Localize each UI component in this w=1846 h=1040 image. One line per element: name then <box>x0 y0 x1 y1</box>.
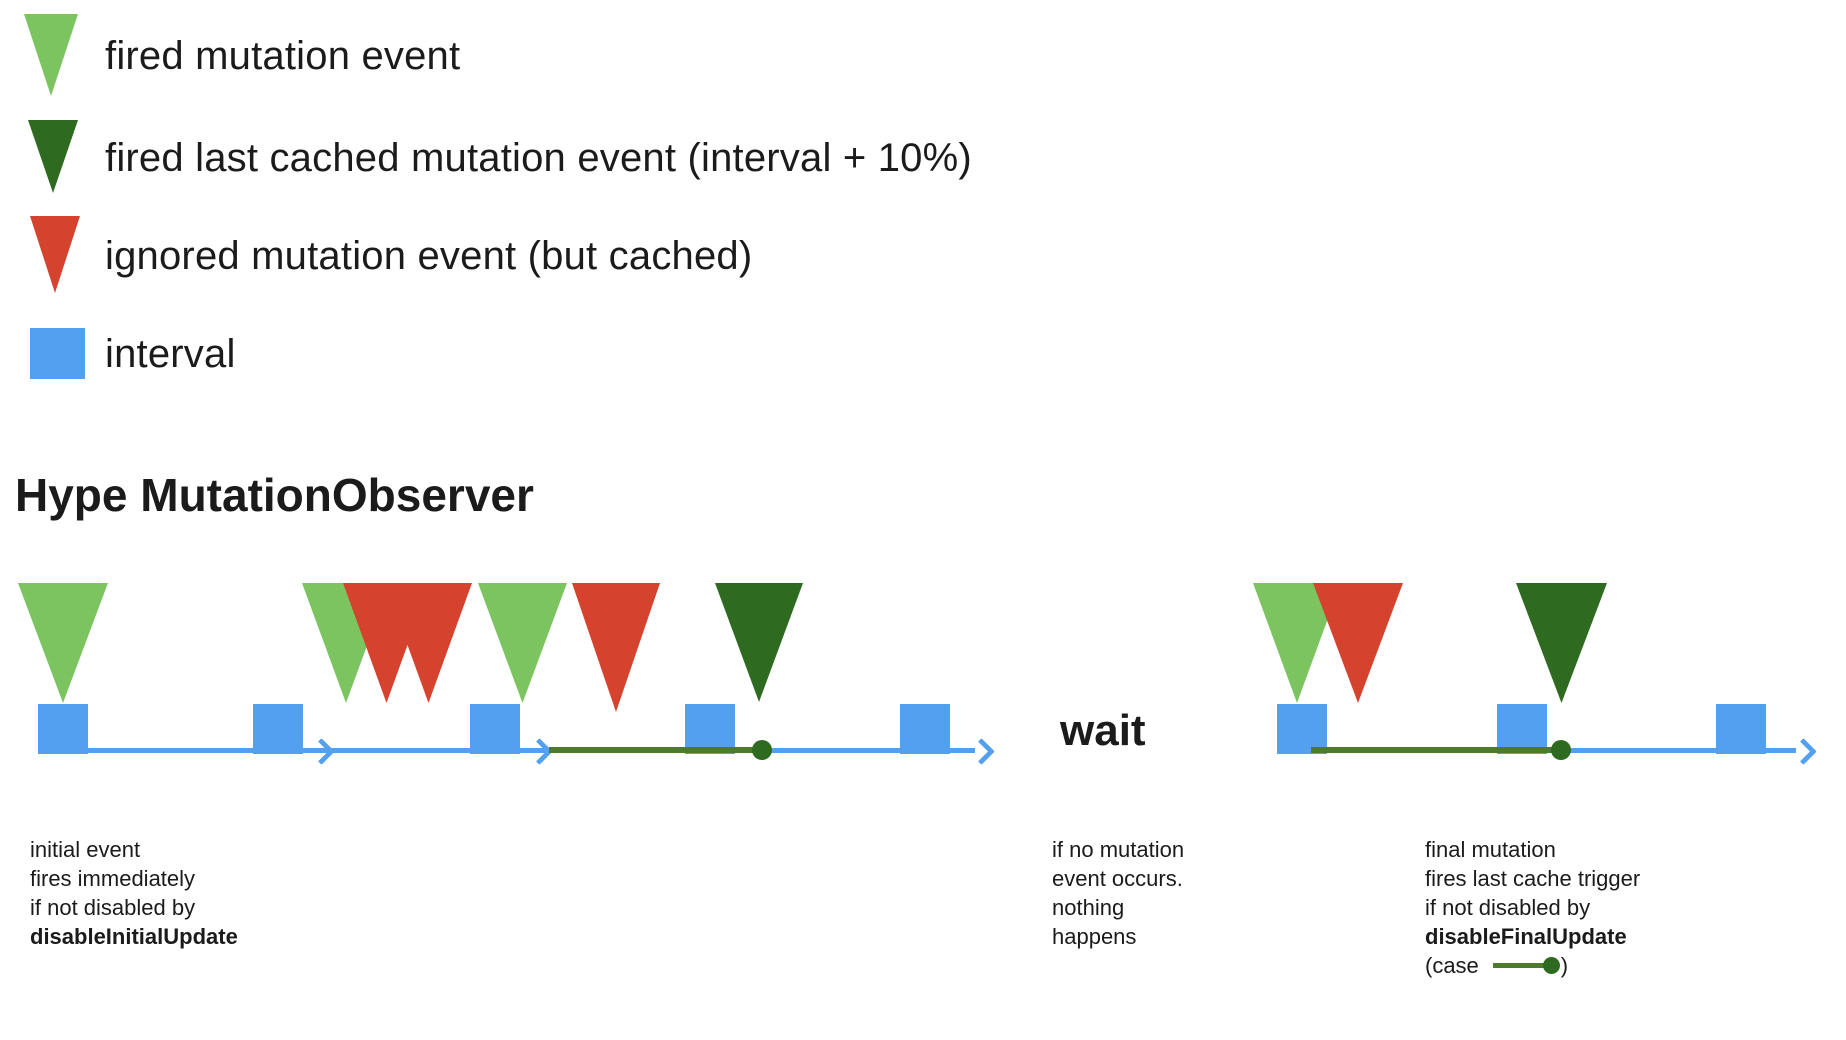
note-final-mutation: final mutation fires last cache trigger … <box>1425 835 1640 980</box>
cache-trigger-dot <box>1551 740 1571 760</box>
ignored-event-marker <box>572 583 660 712</box>
note-initial-event: initial event fires immediately if not d… <box>30 835 238 951</box>
legend-label-fired: fired mutation event <box>105 34 461 78</box>
ignored-event-triangle-icon <box>30 216 80 293</box>
last-cached-event-marker <box>715 583 803 702</box>
interval-marker <box>900 704 950 754</box>
interval-marker <box>253 704 303 754</box>
note-line: fires last cache trigger <box>1425 866 1641 891</box>
case-trigger-dot-icon <box>1542 957 1560 975</box>
note-wait: if no mutation event occurs. nothing hap… <box>1052 835 1184 951</box>
interval-square-icon <box>30 328 85 379</box>
note-line: nothing <box>1052 895 1125 920</box>
interval-marker <box>1277 704 1327 754</box>
case-note-line: (case) <box>1425 951 1640 980</box>
note-line: fires immediately <box>30 866 196 891</box>
note-emphasis-disableInitialUpdate: disableInitialUpdate <box>30 924 238 949</box>
cache-window-line <box>1311 747 1562 753</box>
note-line: happens <box>1052 924 1137 949</box>
interval-marker <box>685 704 735 754</box>
interval-marker <box>1497 704 1547 754</box>
interval-marker <box>1716 704 1766 754</box>
arrowhead-icon <box>968 738 995 765</box>
cache-trigger-dot <box>752 740 772 760</box>
note-line: if no mutation <box>1052 837 1185 862</box>
arrowhead-icon <box>1790 738 1817 765</box>
interval-marker <box>470 704 520 754</box>
note-line: event occurs. <box>1052 866 1183 891</box>
fired-event-triangle-icon <box>24 14 78 96</box>
fired-event-marker <box>18 583 108 703</box>
interval-marker <box>38 704 88 754</box>
note-emphasis-disableFinalUpdate: disableFinalUpdate <box>1425 924 1627 949</box>
legend-label-last-cached: fired last cached mutation event (interv… <box>105 136 972 180</box>
page-title: Hype MutationObserver <box>15 469 534 521</box>
wait-label: wait <box>1060 706 1146 755</box>
last-cached-event-triangle-icon <box>28 120 78 193</box>
legend-label-ignored: ignored mutation event (but cached) <box>105 234 753 278</box>
fired-event-marker <box>478 583 567 703</box>
note-line: if not disabled by <box>1425 895 1591 920</box>
timeline-line <box>1561 748 1796 753</box>
timeline-line <box>45 748 975 753</box>
case-suffix: ) <box>1560 953 1569 978</box>
ignored-event-marker <box>1313 583 1403 703</box>
note-line: final mutation <box>1425 837 1556 862</box>
cache-window-line <box>549 747 764 753</box>
note-line: if not disabled by <box>30 895 196 920</box>
case-prefix: (case <box>1425 953 1479 978</box>
legend-label-interval: interval <box>105 332 236 376</box>
last-cached-event-marker <box>1516 583 1607 703</box>
arrowhead-icon <box>308 738 335 765</box>
note-line: initial event <box>30 837 141 862</box>
case-line-glyph <box>1492 957 1560 975</box>
